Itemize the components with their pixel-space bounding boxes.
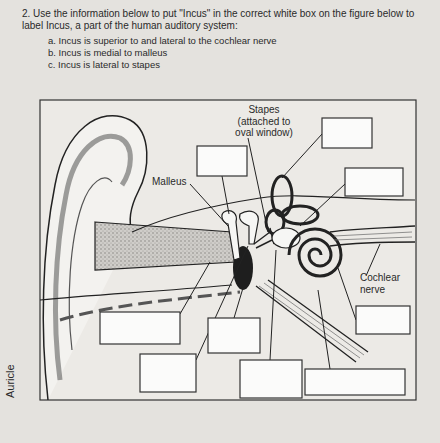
- question-text: 2. Use the information below to put "Inc…: [22, 8, 427, 31]
- clue-text: c. Incus is lateral to stapes: [48, 60, 428, 71]
- answer-box: [322, 118, 372, 148]
- incus-bone: [240, 211, 259, 244]
- part-label: Auricle: [4, 364, 17, 398]
- eustachian-tube-inner: [259, 283, 364, 358]
- eustachian-tube: [256, 280, 368, 362]
- leader-line: [248, 138, 268, 232]
- clue-text: b. Incus is medial to malleus: [48, 48, 428, 59]
- part-label: Malleus: [152, 176, 212, 188]
- leader-line: [318, 290, 330, 369]
- semicircular-canal: [282, 206, 318, 224]
- ear-canal: [95, 222, 236, 270]
- part-label: Stapes (attached to oval window): [232, 104, 296, 139]
- leader-line: [180, 262, 210, 314]
- answer-boxes: [100, 118, 410, 398]
- leader-line: [300, 184, 345, 226]
- answer-box: [356, 306, 410, 334]
- answer-box: [100, 312, 180, 344]
- skin-contour: [40, 285, 232, 300]
- answer-box: [197, 146, 247, 176]
- nerve-fibres: [334, 232, 412, 240]
- cochlear-nerve-tube: [330, 226, 415, 246]
- answer-box: [305, 369, 405, 395]
- leader-line: [222, 176, 229, 214]
- leader-line: [282, 134, 322, 178]
- leader-line: [270, 250, 276, 360]
- malleus-bone: [222, 211, 240, 260]
- answer-box: [345, 168, 403, 196]
- leader-line: [234, 288, 243, 318]
- figure-frame: [40, 100, 416, 400]
- answer-box: [140, 354, 196, 392]
- cochlea-spiral: [289, 229, 341, 276]
- part-label: Cochlear nerve: [360, 272, 410, 295]
- leader-line: [338, 268, 356, 320]
- answer-box: [240, 360, 302, 398]
- clue-text: a. Incus is superior to and lateral to t…: [48, 36, 428, 47]
- leader-line: [190, 184, 228, 226]
- answer-box: [208, 318, 260, 353]
- leader-line: [366, 244, 380, 276]
